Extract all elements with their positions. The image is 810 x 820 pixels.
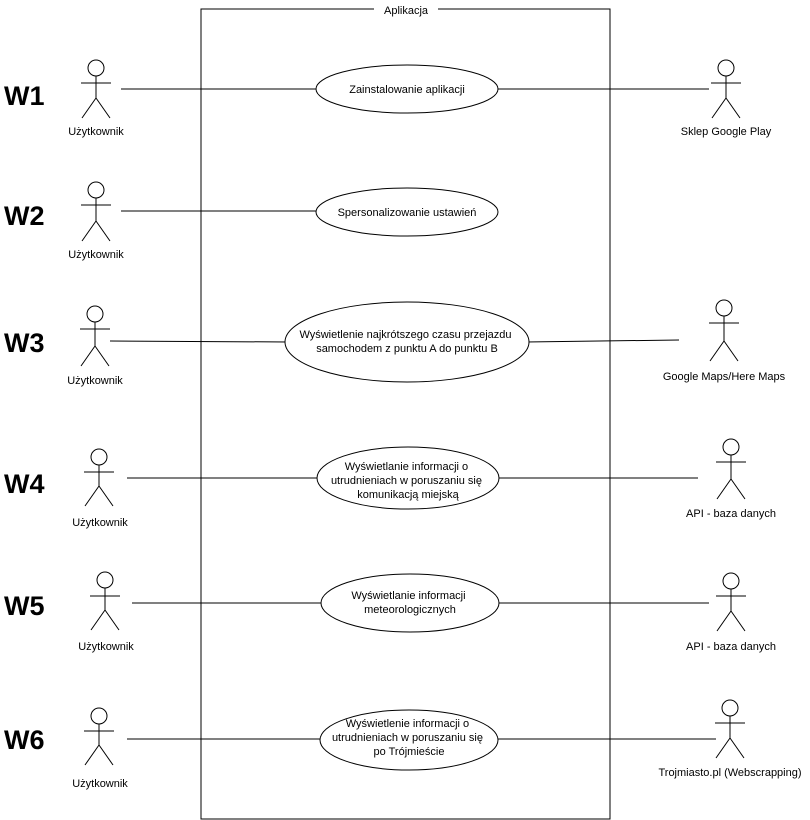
use-case-label: Zainstalowanie aplikacji <box>349 84 465 96</box>
row-id-label: W6 <box>4 725 45 755</box>
row-id-label: W5 <box>4 591 45 621</box>
row-w2: W2 Użytkownik Spersonalizowanie ustawień <box>4 181 499 261</box>
actor-external <box>709 299 739 362</box>
actor-user <box>81 59 111 119</box>
system-boundary: Aplikacja <box>200 3 611 820</box>
actor-external <box>716 438 746 500</box>
use-case-label: Spersonalizowanie ustawień <box>338 207 477 219</box>
external-actor-label: API - baza danych <box>686 641 776 653</box>
actor-external <box>711 59 741 119</box>
use-case-ellipse <box>320 573 500 633</box>
association-line <box>109 340 289 343</box>
use-case-label: Wyświetlanie informacji meteorologicznyc… <box>351 590 468 616</box>
actor-label: Użytkownik <box>67 375 123 387</box>
actor-user <box>80 305 110 367</box>
row-id-label: W3 <box>4 328 45 358</box>
row-w3: W3 Użytkownik Wyświetlenie najkrótszego … <box>4 299 786 387</box>
external-actor-label: Google Maps/Here Maps <box>663 371 786 383</box>
actor-external <box>715 699 745 759</box>
actor-label: Użytkownik <box>72 517 128 529</box>
actor-label: Użytkownik <box>78 641 134 653</box>
row-w4: W4 Użytkownik Wyświetlanie informacji o … <box>4 438 776 529</box>
association-line <box>525 339 680 343</box>
external-actor-label: Trojmiasto.pl (Webscrapping) <box>658 767 801 779</box>
actor-user <box>84 707 114 766</box>
actor-external <box>716 572 746 632</box>
system-title: Aplikacja <box>384 5 429 17</box>
actor-user <box>81 181 111 242</box>
use-case-label: Wyświetlenie najkrótszego czasu przejazd… <box>299 329 514 355</box>
use-case-ellipse <box>284 301 530 383</box>
use-case-ellipse <box>316 446 500 510</box>
use-case-label: Wyświetlenie informacji o utrudnieniach … <box>332 718 486 758</box>
actor-label: Użytkownik <box>72 778 128 790</box>
actor-user <box>84 448 114 507</box>
actor-user <box>90 571 120 631</box>
row-w1: W1 Użytkownik Zainstalowanie aplikacji S… <box>4 59 772 138</box>
row-w5: W5 Użytkownik Wyświetlanie informacji me… <box>4 571 776 653</box>
use-case-ellipse <box>315 64 499 114</box>
external-actor-label: API - baza danych <box>686 508 776 520</box>
actor-label: Użytkownik <box>68 249 124 261</box>
external-actor-label: Sklep Google Play <box>681 126 772 138</box>
row-id-label: W2 <box>4 201 45 231</box>
row-id-label: W1 <box>4 81 45 111</box>
row-id-label: W4 <box>4 469 45 499</box>
actor-label: Użytkownik <box>68 126 124 138</box>
use-case-label: Wyświetlanie informacji o utrudnieniach … <box>331 461 485 501</box>
use-case-ellipse <box>315 187 499 237</box>
use-case-ellipse <box>319 709 499 771</box>
row-w6: W6 Użytkownik Wyświetlenie informacji o … <box>4 699 802 790</box>
